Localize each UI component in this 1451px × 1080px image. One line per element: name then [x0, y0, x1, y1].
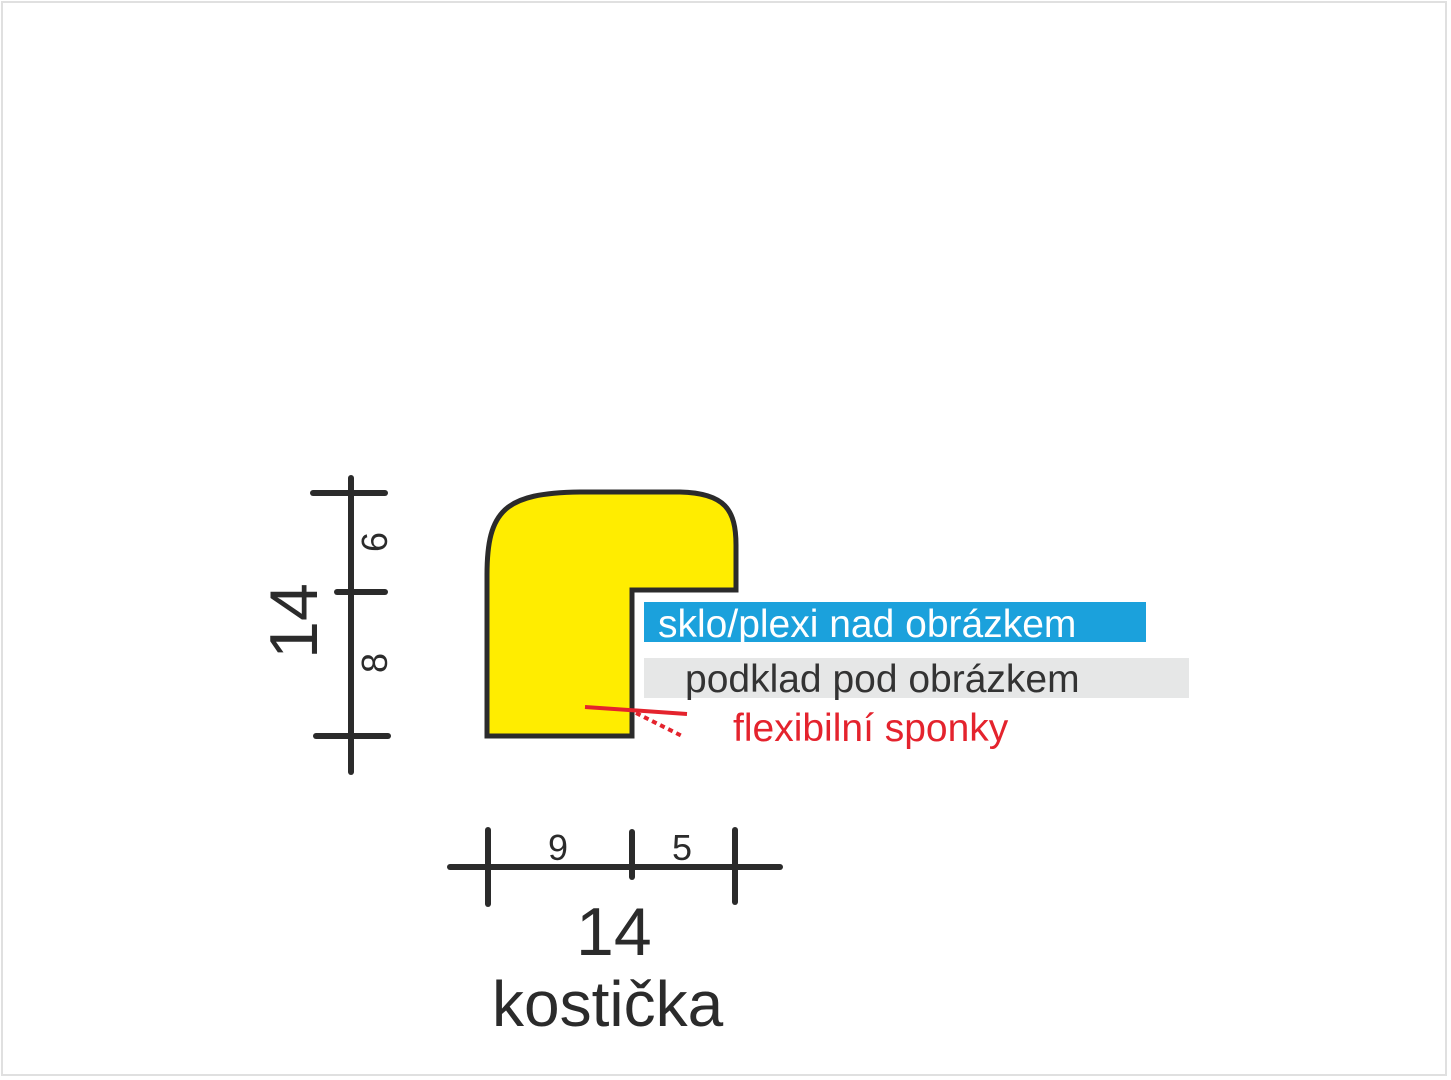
height-total-label: 14 [256, 583, 332, 659]
height-dimension-lines [310, 475, 391, 775]
width-dimension-lines [447, 827, 783, 907]
frame-profile-shape [484, 489, 739, 739]
glass-label-box: sklo/plexi nad obrázkem [644, 602, 1146, 646]
width-total-label: 14 [576, 894, 652, 970]
glass-label: sklo/plexi nad obrázkem [658, 603, 1077, 646]
height-segment-bottom-label: 8 [354, 652, 395, 674]
width-segment-left-label: 9 [548, 827, 569, 868]
clips-label: flexibilní sponky [733, 707, 1009, 750]
clip-indicator [584, 705, 688, 739]
backing-label: podklad pod obrázkem [685, 658, 1080, 701]
backing-label-box: podklad pod obrázkem [644, 658, 1189, 701]
profile-name-title: kostička [492, 968, 724, 1040]
width-segment-right-label: 5 [672, 827, 693, 868]
height-segment-top-label: 6 [354, 531, 395, 553]
